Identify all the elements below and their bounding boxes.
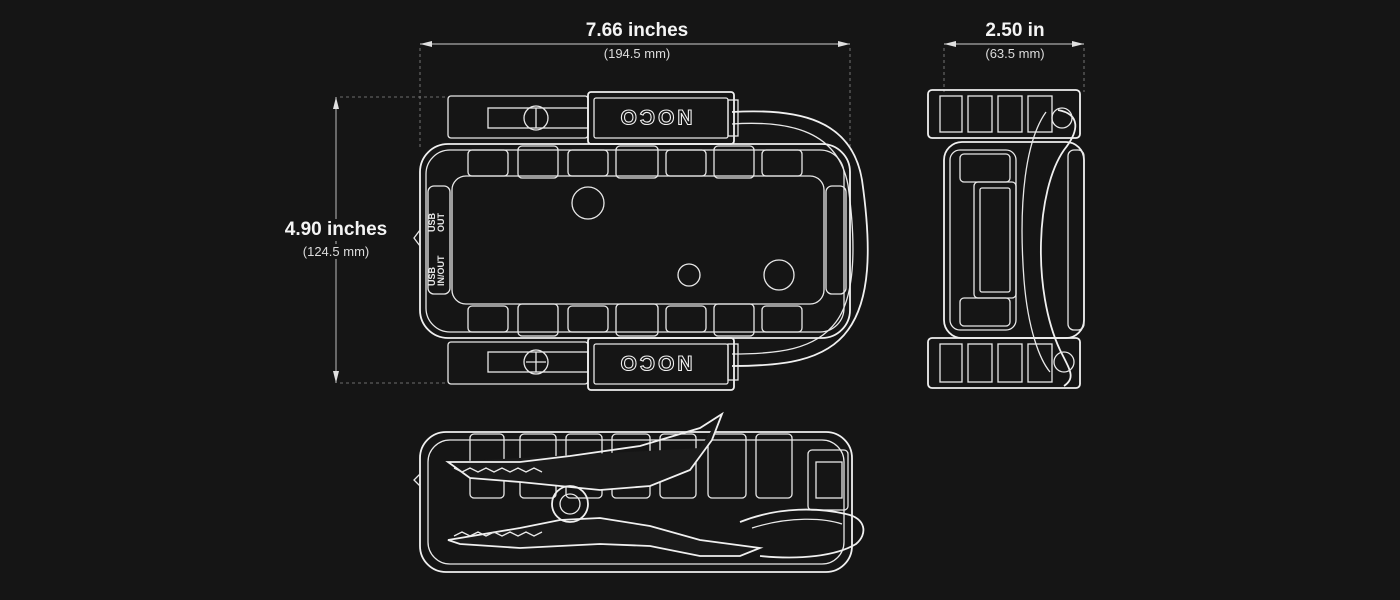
top-view bbox=[413, 91, 869, 391]
usb-out-port-label: USB OUT bbox=[427, 212, 446, 232]
length-dimension-metric: (194.5 mm) bbox=[603, 46, 671, 61]
length-dimension: 7.66 inches bbox=[585, 20, 689, 41]
svg-text:NOCO: NOCO bbox=[618, 351, 693, 374]
height-dimension: 4.90 inches bbox=[270, 219, 402, 241]
side-view bbox=[413, 411, 865, 573]
end-view bbox=[927, 89, 1085, 389]
length-dimension-line bbox=[419, 41, 851, 150]
usb-in-out-port-label: USB IN/OUT bbox=[427, 255, 446, 287]
svg-text:NOCO: NOCO bbox=[618, 105, 693, 128]
depth-dimension-line bbox=[943, 41, 1085, 92]
brand-mark-top: NOCO bbox=[617, 104, 693, 128]
height-dimension-metric: (124.5 mm) bbox=[270, 244, 402, 259]
depth-dimension: 2.50 in bbox=[985, 20, 1045, 41]
depth-dimension-metric: (63.5 mm) bbox=[985, 46, 1045, 61]
brand-mark-bottom: NOCO bbox=[617, 350, 693, 374]
